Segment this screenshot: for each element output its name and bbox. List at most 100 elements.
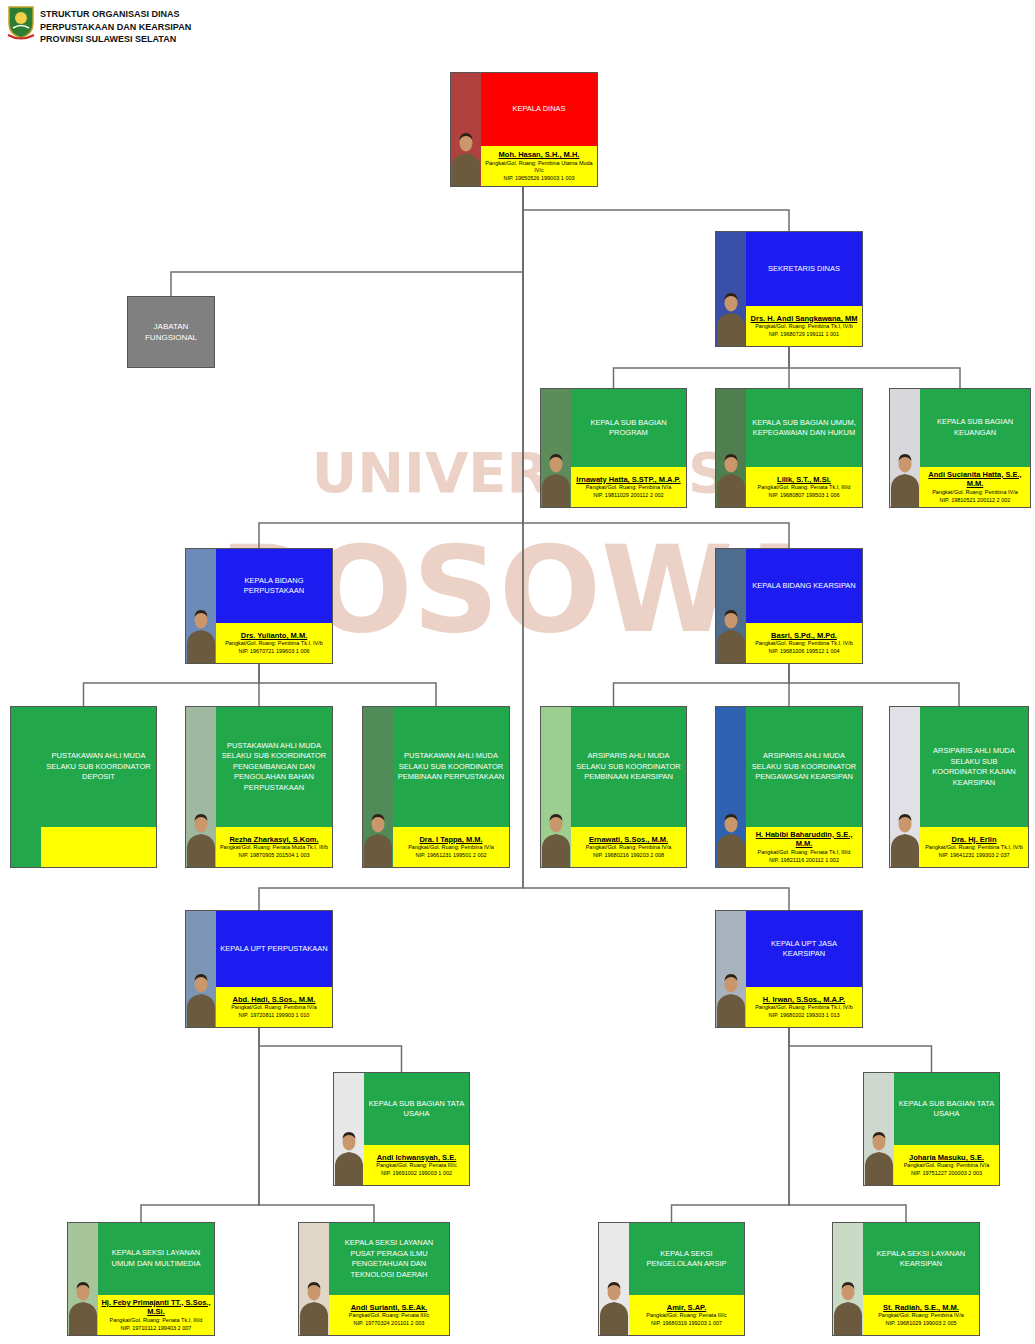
title-band: ARSIPARIS AHLI MUDA SELAKU SUB KOORDINAT…	[571, 707, 686, 827]
nip-text: NIP. 19810521 200112 2 002	[922, 497, 1028, 504]
photo-hair	[195, 974, 208, 981]
box-column: KEPALA SEKSI LAYANAN UMUM DAN MULTIMEDIA…	[98, 1223, 214, 1335]
officer-name: Andi Sucianita Hatta, S.E., M.M.	[922, 470, 1028, 490]
officer-band: Irnawaty Hatta, S.STP., M.A.P.Pangkat/Go…	[571, 467, 686, 507]
box-column: PUSTAKAWAN AHLI MUDA SELAKU SUB KOORDINA…	[393, 707, 509, 867]
officer-band: Dra. Hj. ErlinPangkat/Gol. Ruang: Pembin…	[920, 827, 1028, 867]
title-band: KEPALA SUB BAGIAN TATA USAHA	[894, 1073, 999, 1145]
portrait-photo	[541, 707, 571, 867]
nip-text: NIP. 19751227 200003 2 003	[896, 1170, 997, 1177]
position-box: KEPALA DINASMoh. Hasan, S.H., M.H.Pangka…	[450, 72, 598, 187]
officer-name: Drs. H. Andi Sangkawana, MM	[748, 314, 860, 324]
position-box: KEPALA SUB BAGIAN UMUM, KEPEGAWAIAN DAN …	[715, 388, 863, 508]
title-band: KEPALA SEKSI LAYANAN KEARSIPAN	[863, 1223, 979, 1295]
photo-background	[541, 787, 571, 867]
box-column: KEPALA SUB BAGIAN PROGRAMIrnawaty Hatta,…	[571, 389, 686, 507]
rank-text: Pangkat/Gol. Ruang: Pembina IV/a	[922, 489, 1028, 496]
portrait-photo	[334, 1073, 364, 1185]
title-band: SEKRETARIS DINAS	[746, 232, 862, 306]
box-column: JABATAN FUNGSIONAL	[128, 297, 214, 367]
reporting-line	[259, 664, 436, 706]
photo-frame	[716, 707, 746, 867]
officer-name: Basri, S.Pd., M.Pd.	[748, 631, 860, 641]
photo-background	[186, 947, 216, 1027]
photo-body	[717, 994, 745, 1027]
photo-background	[363, 787, 393, 867]
title-band: PUSTAKAWAN AHLI MUDA SELAKU SUB KOORDINA…	[216, 707, 332, 827]
box-column: SEKRETARIS DINAS Drs. H. Andi Sangkawana,…	[746, 232, 862, 346]
title-band: PUSTAKAWAN AHLI MUDA SELAKU SUB KOORDINA…	[393, 707, 509, 827]
photo-hair	[550, 454, 563, 461]
photo-body	[364, 834, 392, 867]
reporting-line	[789, 1028, 932, 1072]
photo-frame	[716, 232, 746, 346]
position-title: PUSTAKAWAN AHLI MUDA SELAKU SUB KOORDINA…	[219, 741, 329, 794]
officer-band: Abd. Hadi, S.Sos., M.M.Pangkat/Gol. Ruan…	[216, 987, 332, 1027]
officer-name: Dra. I Tappa, M.M.	[395, 835, 507, 845]
photo-hair	[725, 814, 738, 821]
photo-body	[452, 153, 480, 186]
box-column: KEPALA UPT PERPUSTAKAAN Abd. Hadi, S.Sos.…	[216, 911, 332, 1027]
photo-hair	[725, 454, 738, 461]
title-band: KEPALA BIDANG PERPUSTAKAAN	[216, 549, 332, 623]
position-title: JABATAN FUNGSIONAL	[131, 321, 211, 343]
photo-background	[599, 1255, 629, 1335]
photo-frame	[68, 1223, 98, 1335]
title-band: KEPALA SEKSI LAYANAN UMUM DAN MULTIMEDIA	[98, 1223, 214, 1295]
portrait-photo	[186, 707, 216, 867]
position-title: ARSIPARIS AHLI MUDA SELAKU SUB KOORDINAT…	[749, 751, 859, 783]
photo-hair	[460, 133, 473, 140]
emblem-ribbon	[8, 35, 34, 39]
title-band: KEPALA UPT PERPUSTAKAAN	[216, 911, 332, 987]
photo-hair	[195, 814, 208, 821]
officer-band: St. Radiah, S.E., M.M.Pangkat/Gol. Ruang…	[863, 1295, 979, 1335]
position-title: KEPALA SUB BAGIAN TATA USAHA	[897, 1099, 996, 1120]
box-column: KEPALA SUB BAGIAN TATA USAHAAndi Ichwans…	[364, 1073, 469, 1185]
position-title: KEPALA UPT PERPUSTAKAAN	[220, 944, 328, 955]
photo-frame	[599, 1223, 629, 1335]
photo-background	[334, 1105, 364, 1185]
photo-body	[335, 1152, 363, 1185]
rank-text: Pangkat/Gol. Ruang: Pembina IV/a	[218, 1004, 330, 1011]
officer-name: Ernawati, S.Sos., M.M.	[573, 835, 684, 845]
officer-band: Andi Surianti, S.E.Ak.Pangkat/Gol. Ruang…	[329, 1295, 449, 1335]
box-column: KEPALA SUB BAGIAN KEUANGANAndi Sucianita…	[920, 389, 1030, 507]
title-band: KEPALA DINAS	[481, 73, 597, 146]
reporting-line	[789, 347, 960, 388]
officer-band: Lilik, S.T., M.Si.Pangkat/Gol. Ruang: Pe…	[746, 467, 862, 507]
officer-band: Hj. Feby Primajanti TT., S.Sos., M.Si.Pa…	[98, 1295, 214, 1335]
reporting-line	[141, 1028, 259, 1222]
emblem-sun	[15, 12, 27, 24]
title-band: KEPALA BIDANG KEARSIPAN	[746, 549, 862, 623]
title-band: JABATAN FUNGSIONAL	[128, 297, 214, 367]
reporting-line	[259, 1028, 402, 1072]
position-title: PUSTAKAWAN AHLI MUDA SELAKU SUB KOORDINA…	[396, 751, 506, 783]
photo-body	[187, 630, 215, 663]
nip-text: NIP. 19641231 199303 2 037	[922, 852, 1026, 859]
position-box: KEPALA SUB BAGIAN TATA USAHAAndi Ichwans…	[333, 1072, 470, 1186]
box-column: KEPALA SEKSI LAYANAN PUSAT PERAGA ILMU P…	[329, 1223, 449, 1335]
nip-text: NIP. 19670721 199603 1 006	[218, 648, 330, 655]
photo-frame	[451, 73, 481, 186]
portrait-photo	[363, 707, 393, 867]
nip-text: NIP. 19680319 199203 1 007	[631, 1320, 742, 1327]
position-box: KEPALA SUB BAGIAN KEUANGANAndi Sucianita…	[889, 388, 1031, 508]
portrait-photo	[890, 707, 920, 867]
rank-text: Pangkat/Gol. Ruang: Pembina IV/a	[395, 844, 507, 851]
nip-text: NIP. 19681006 199512 1 004	[748, 648, 860, 655]
officer-name: St. Radiah, S.E., M.M.	[865, 1303, 977, 1313]
rank-text: Pangkat/Gol. Ruang: Pembina IV/a	[896, 1162, 997, 1169]
box-column: KEPALA SUB BAGIAN UMUM, KEPEGAWAIAN DAN …	[746, 389, 862, 507]
portrait-photo	[541, 389, 571, 507]
photo-frame	[363, 707, 393, 867]
officer-band: Rezha Zharkasyi, S.Kom.Pangkat/Gol. Ruan…	[216, 827, 332, 867]
photo-body	[717, 313, 745, 346]
photo-strip	[11, 707, 41, 867]
position-title: ARSIPARIS AHLI MUDA SELAKU SUB KOORDINAT…	[923, 746, 1025, 788]
officer-band: Drs. Yulianto, M.M.Pangkat/Gol. Ruang: P…	[216, 623, 332, 663]
photo-background	[186, 583, 216, 663]
position-title: PUSTAKAWAN AHLI MUDA SELAKU SUB KOORDINA…	[44, 751, 153, 783]
nip-text: NIP. 19650526 199003 1 003	[483, 175, 595, 182]
title-band: PUSTAKAWAN AHLI MUDA SELAKU SUB KOORDINA…	[41, 707, 156, 827]
photo-background	[451, 106, 481, 186]
